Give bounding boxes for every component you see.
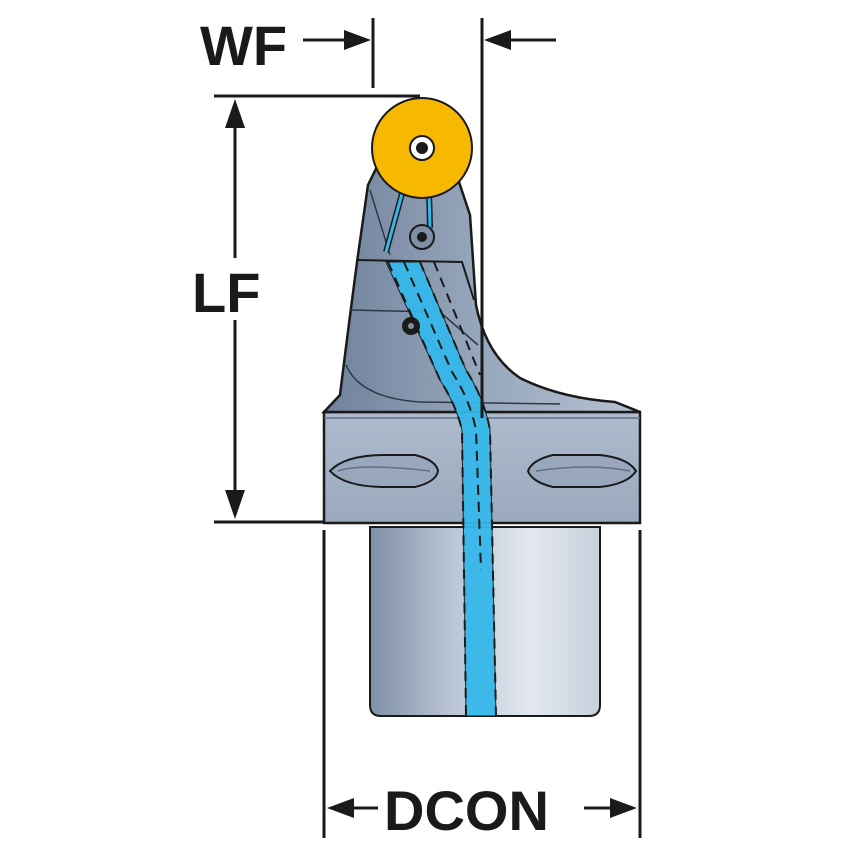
dimension-lf-label: LF xyxy=(192,261,260,324)
dimension-wf-label: WF xyxy=(200,14,287,77)
round-insert xyxy=(371,97,473,199)
coolant-screw-icon xyxy=(402,317,420,335)
slot-left xyxy=(328,454,440,488)
dimension-lf xyxy=(214,94,420,524)
slot-right xyxy=(526,454,638,488)
dimension-wf xyxy=(303,18,556,418)
clamp-screw-icon xyxy=(409,224,435,250)
coolant-channel xyxy=(385,261,497,717)
dimension-dcon xyxy=(322,530,642,838)
dimension-dcon-label: DCON xyxy=(384,779,549,842)
